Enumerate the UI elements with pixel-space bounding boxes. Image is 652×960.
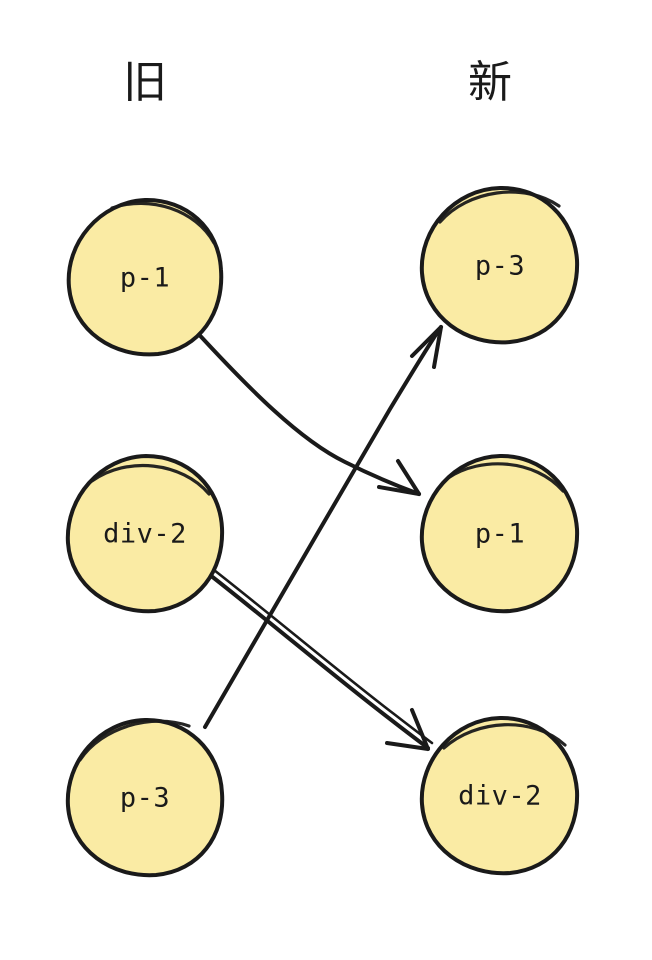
node-new-p-3[interactable]: p-3	[419, 185, 580, 345]
edge-div2-to-div2-arrowhead	[385, 708, 430, 751]
edge-p1-to-p1-arrowhead	[377, 459, 421, 496]
node-new-div-2[interactable]: div-2	[419, 715, 580, 876]
node-new-div-2-circle	[419, 715, 580, 876]
node-old-div-2-sketch-stroke	[90, 463, 211, 496]
node-old-div-2-circle	[65, 454, 225, 614]
edge-div2-to-div2[interactable]	[208, 568, 434, 751]
node-new-p-1-label: p-1	[475, 519, 525, 550]
node-new-p-3-circle	[419, 185, 580, 345]
node-old-p-1-sketch-stroke	[110, 201, 216, 245]
node-old-p-1[interactable]: p-1	[66, 197, 224, 357]
node-new-div-2-sketch-stroke	[442, 723, 567, 750]
edge-p1-to-p1[interactable]	[191, 326, 421, 496]
node-old-p-3-sketch-stroke	[78, 719, 191, 762]
node-group-new: p-3 p-1 div-2	[419, 185, 580, 876]
edge-div2-to-div2-line-b	[212, 568, 434, 745]
node-new-p-3-sketch-stroke	[438, 190, 561, 224]
node-new-p-1[interactable]: p-1	[419, 453, 580, 614]
node-new-p-3-label: p-3	[475, 251, 525, 282]
node-old-p-3-circle	[65, 717, 225, 878]
node-old-div-2-label: div-2	[103, 519, 187, 550]
edge-p3-to-p3[interactable]	[203, 325, 443, 729]
node-new-p-1-sketch-stroke	[446, 462, 565, 493]
edge-div2-to-div2-line-a	[208, 573, 430, 750]
edge-p3-to-p3-arrowhead	[410, 325, 443, 369]
node-old-p-1-label: p-1	[120, 263, 170, 294]
node-old-p-3-label: p-3	[120, 783, 170, 814]
edge-p3-to-p3-line	[203, 325, 443, 729]
edge-layer	[191, 325, 443, 751]
node-old-p-3[interactable]: p-3	[65, 717, 225, 878]
node-new-div-2-label: div-2	[458, 781, 542, 812]
edge-p1-to-p1-line	[191, 326, 421, 496]
node-group-old: p-1 div-2 p-3	[65, 197, 225, 878]
node-old-div-2[interactable]: div-2	[65, 454, 225, 614]
node-new-p-1-circle	[419, 453, 580, 614]
column-header-new: 新	[468, 57, 512, 108]
column-header-old: 旧	[123, 57, 167, 108]
